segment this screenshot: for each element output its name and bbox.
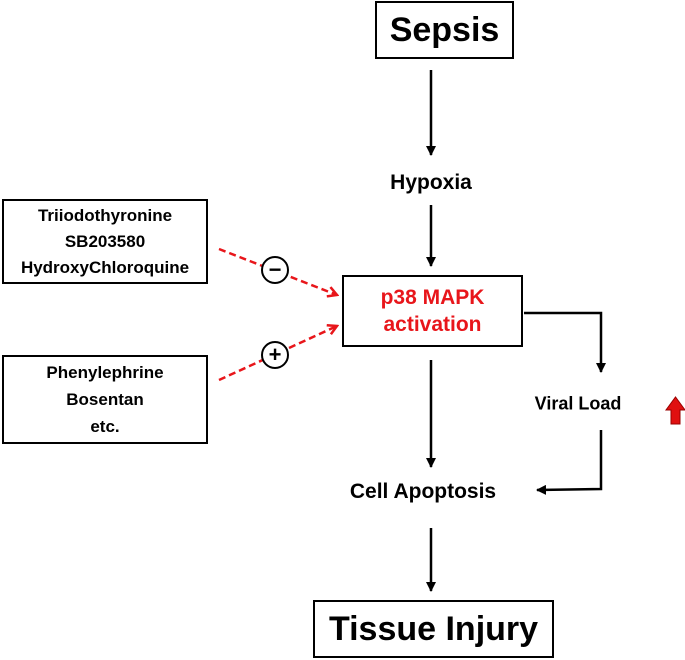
minus-sign-icon: − bbox=[261, 256, 289, 284]
arrow-viral-load-to-apoptosis bbox=[536, 430, 603, 495]
inhibitor-item: SB203580 bbox=[64, 231, 146, 251]
p38-mapk-activation-node: p38 MAPK activation bbox=[342, 275, 523, 347]
up-arrow-icon bbox=[665, 396, 685, 425]
sepsis-label: Sepsis bbox=[389, 10, 500, 49]
activator-item: etc. bbox=[90, 417, 120, 436]
inhibitors-box: Triiodothyronine SB203580 HydroxyChloroq… bbox=[2, 199, 208, 284]
activators-box: Phenylephrine Bosentan etc. bbox=[2, 355, 208, 444]
tissue-injury-node: Tissue Injury bbox=[313, 600, 554, 658]
p38-label-line-1: p38 MAPK bbox=[380, 286, 485, 309]
cell-apoptosis-label: Cell Apoptosis bbox=[349, 480, 497, 503]
dashed-arrow-inhibitors-to-p38 bbox=[218, 247, 337, 295]
activator-item: Bosentan bbox=[66, 390, 144, 409]
viral-load-label: Viral Load bbox=[534, 393, 622, 414]
tissue-injury-label: Tissue Injury bbox=[328, 609, 539, 648]
hypoxia-label: Hypoxia bbox=[390, 171, 472, 194]
inhibitor-item: HydroxyChloroquine bbox=[20, 257, 190, 277]
p38-label-line-2: activation bbox=[383, 313, 482, 336]
plus-sign-icon: + bbox=[261, 341, 289, 369]
inhibitor-item: Triiodothyronine bbox=[37, 205, 173, 225]
arrow-p38-to-viral-load bbox=[524, 311, 606, 373]
sepsis-node: Sepsis bbox=[375, 1, 514, 59]
activator-item: Phenylephrine bbox=[46, 363, 164, 382]
